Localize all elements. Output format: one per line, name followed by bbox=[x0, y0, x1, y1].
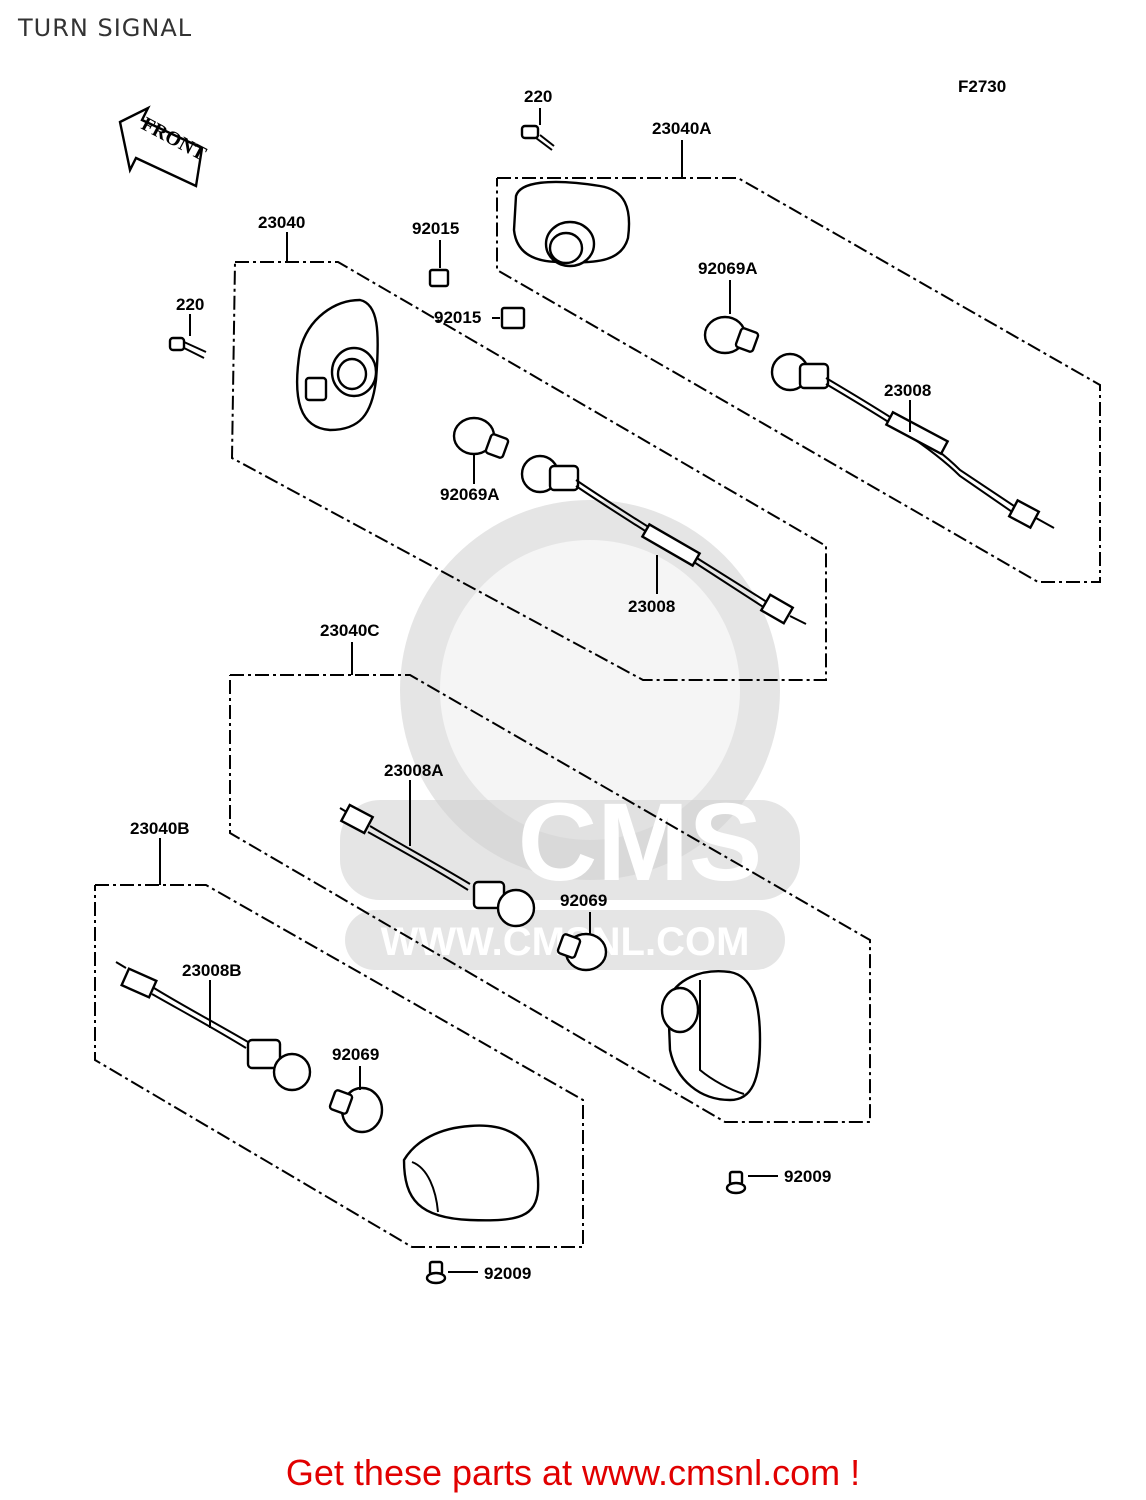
lens-housing-icon bbox=[660, 970, 762, 1102]
front-arrow-icon: FRONT bbox=[118, 105, 210, 188]
label-23040b: 23040B bbox=[130, 819, 190, 838]
bulb-icon bbox=[703, 315, 760, 355]
label-220-top: 220 bbox=[524, 87, 552, 106]
label-92069-b: 92069 bbox=[332, 1045, 379, 1064]
footer-link[interactable]: Get these parts at www.cmsnl.com ! bbox=[285, 1452, 861, 1493]
label-23008-left: 23008 bbox=[628, 597, 675, 616]
lens-housing-icon bbox=[295, 298, 379, 432]
socket-icon bbox=[339, 803, 536, 928]
label-23040a: 23040A bbox=[652, 119, 712, 138]
label-23008b: 23008B bbox=[182, 961, 242, 980]
label-92069a-left: 92069A bbox=[440, 485, 500, 504]
assembly-outline-23040a bbox=[496, 140, 1101, 583]
screw-icon bbox=[425, 1260, 447, 1285]
clip-icon bbox=[428, 268, 450, 288]
page-title: TURN SIGNAL bbox=[18, 14, 193, 42]
socket-icon bbox=[520, 454, 807, 625]
lens-housing-icon bbox=[402, 1124, 540, 1222]
socket-icon bbox=[770, 352, 1055, 530]
label-92015-2: 92015 bbox=[434, 308, 481, 327]
label-92009-b: 92009 bbox=[484, 1264, 531, 1283]
assembly-outline-23040c bbox=[229, 642, 871, 1123]
label-23008-right: 23008 bbox=[884, 381, 931, 400]
label-220-left: 220 bbox=[176, 295, 204, 314]
socket-icon bbox=[115, 961, 312, 1092]
label-23040: 23040 bbox=[258, 213, 305, 232]
label-92069-c: 92069 bbox=[560, 891, 607, 910]
bulb-icon bbox=[556, 932, 608, 972]
screw-icon bbox=[168, 336, 207, 359]
label-23040c: 23040C bbox=[320, 621, 380, 640]
screw-icon bbox=[520, 124, 555, 151]
screw-icon bbox=[725, 1170, 747, 1195]
clip-icon bbox=[500, 306, 526, 330]
assembly-outline-23040b bbox=[94, 838, 584, 1248]
assembly-outline-23040 bbox=[230, 232, 827, 681]
bulb-icon bbox=[452, 416, 510, 459]
label-92069a-right: 92069A bbox=[698, 259, 758, 278]
watermark-brand: CMS bbox=[518, 781, 762, 904]
figure-code: F2730 bbox=[958, 77, 1006, 96]
label-92009-c: 92009 bbox=[784, 1167, 831, 1186]
label-23008a: 23008A bbox=[384, 761, 444, 780]
bulb-icon bbox=[328, 1086, 384, 1134]
label-92015-1: 92015 bbox=[412, 219, 459, 238]
lens-housing-icon bbox=[512, 180, 631, 268]
